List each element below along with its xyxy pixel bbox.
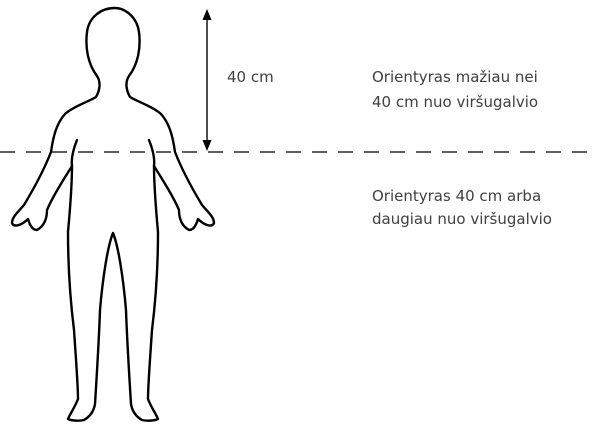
upper-zone-label-line2: 40 cm nuo viršugalvio bbox=[372, 93, 538, 111]
arrow-head-up bbox=[203, 9, 212, 20]
human-body-outline bbox=[12, 8, 214, 421]
upper-zone-label-line1: Orientyras mažiau nei bbox=[372, 68, 538, 86]
left-inner-arm-line bbox=[72, 140, 77, 166]
distance-label: 40 cm bbox=[227, 68, 274, 86]
right-inner-arm-line bbox=[149, 140, 154, 166]
lower-zone-label-line1: Orientyras 40 cm arba bbox=[372, 187, 541, 205]
lower-zone-label-line2: daugiau nuo viršugalvio bbox=[372, 210, 552, 228]
arrow-head-down bbox=[203, 140, 212, 151]
